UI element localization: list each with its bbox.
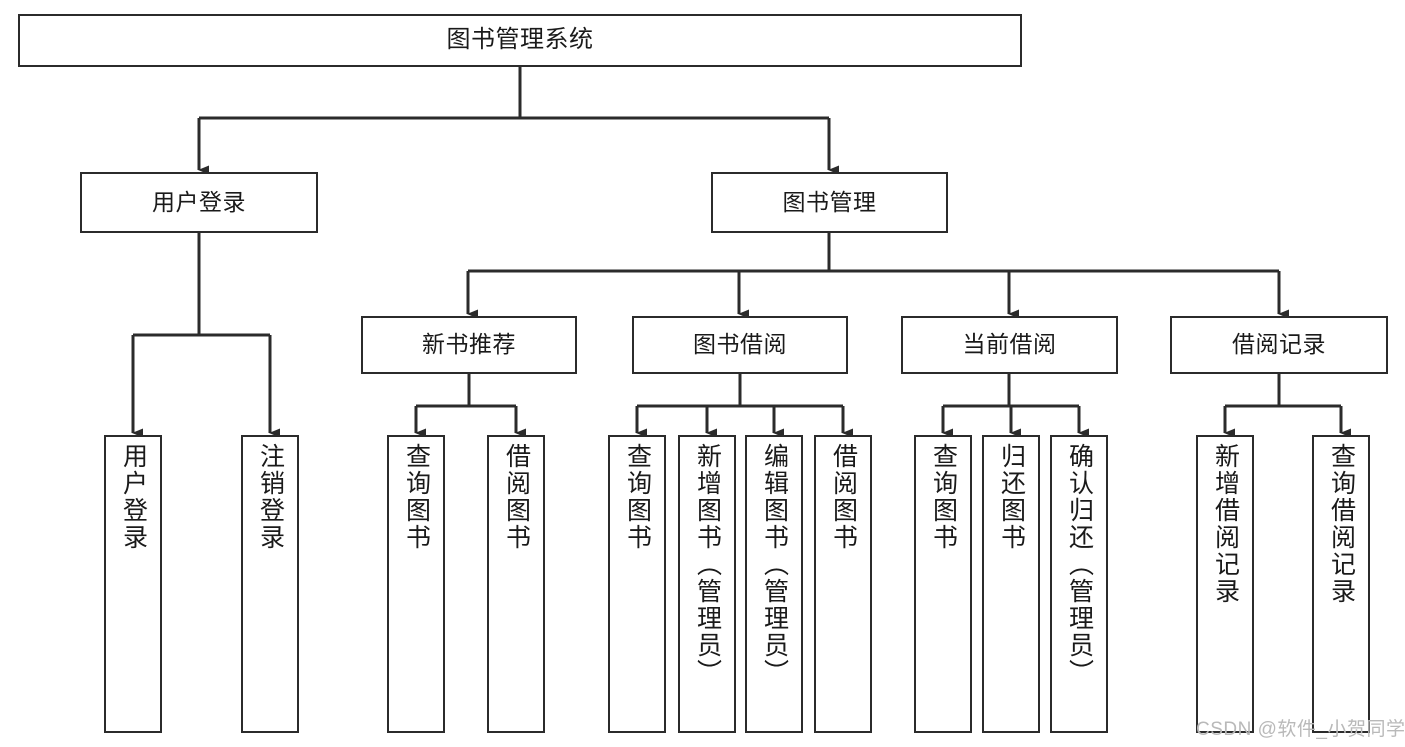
node-b-edit[interactable]: 编辑图书（管理员） [745, 435, 803, 733]
node-label-login: 用户登录 [152, 188, 246, 215]
node-label-c-query: 查询图书 [929, 443, 958, 551]
node-current[interactable]: 当前借阅 [901, 316, 1118, 374]
node-label-bookmgmt: 图书管理 [782, 188, 877, 215]
node-c-confirm[interactable]: 确认归还（管理员） [1050, 435, 1108, 733]
node-label-b-query: 查询图书 [623, 443, 652, 551]
edge-paths [131, 67, 1351, 438]
node-label-records: 借阅记录 [1232, 331, 1326, 358]
node-n-borrow[interactable]: 借阅图书 [487, 435, 545, 733]
node-label-n-borrow: 借阅图书 [502, 443, 531, 551]
node-label-r-add: 新增借阅记录 [1211, 443, 1240, 605]
node-label-c-confirm: 确认归还（管理员） [1065, 443, 1094, 686]
node-label-n-query: 查询图书 [402, 443, 431, 551]
node-b-lend[interactable]: 借阅图书 [814, 435, 872, 733]
node-l-logout[interactable]: 注销登录 [241, 435, 299, 733]
node-borrow[interactable]: 图书借阅 [632, 316, 848, 374]
node-label-c-return: 归还图书 [997, 443, 1026, 551]
node-label-b-add: 新增图书（管理员） [693, 443, 722, 686]
node-c-query[interactable]: 查询图书 [914, 435, 972, 733]
node-label-current: 当前借阅 [962, 331, 1057, 358]
node-label-root: 图书管理系统 [446, 26, 594, 54]
node-n-query[interactable]: 查询图书 [387, 435, 445, 733]
node-l-login[interactable]: 用户登录 [104, 435, 162, 733]
node-label-r-query: 查询借阅记录 [1327, 443, 1356, 605]
node-records[interactable]: 借阅记录 [1170, 316, 1388, 374]
node-label-b-lend: 借阅图书 [829, 443, 858, 551]
node-label-l-logout: 注销登录 [256, 443, 285, 551]
node-c-return[interactable]: 归还图书 [982, 435, 1040, 733]
node-login[interactable]: 用户登录 [80, 172, 318, 233]
node-bookmgmt[interactable]: 图书管理 [711, 172, 948, 233]
node-label-borrow: 图书借阅 [693, 331, 787, 358]
node-r-query[interactable]: 查询借阅记录 [1312, 435, 1370, 733]
node-label-newbook: 新书推荐 [422, 331, 516, 358]
node-newbook[interactable]: 新书推荐 [361, 316, 577, 374]
node-label-b-edit: 编辑图书（管理员） [760, 443, 789, 686]
csdn-watermark: CSDN @软件_小贺同学 [1196, 719, 1405, 740]
node-b-add[interactable]: 新增图书（管理员） [678, 435, 736, 733]
node-r-add[interactable]: 新增借阅记录 [1196, 435, 1254, 733]
node-root[interactable]: 图书管理系统 [18, 14, 1022, 67]
node-b-query[interactable]: 查询图书 [608, 435, 666, 733]
node-label-l-login: 用户登录 [119, 443, 148, 551]
